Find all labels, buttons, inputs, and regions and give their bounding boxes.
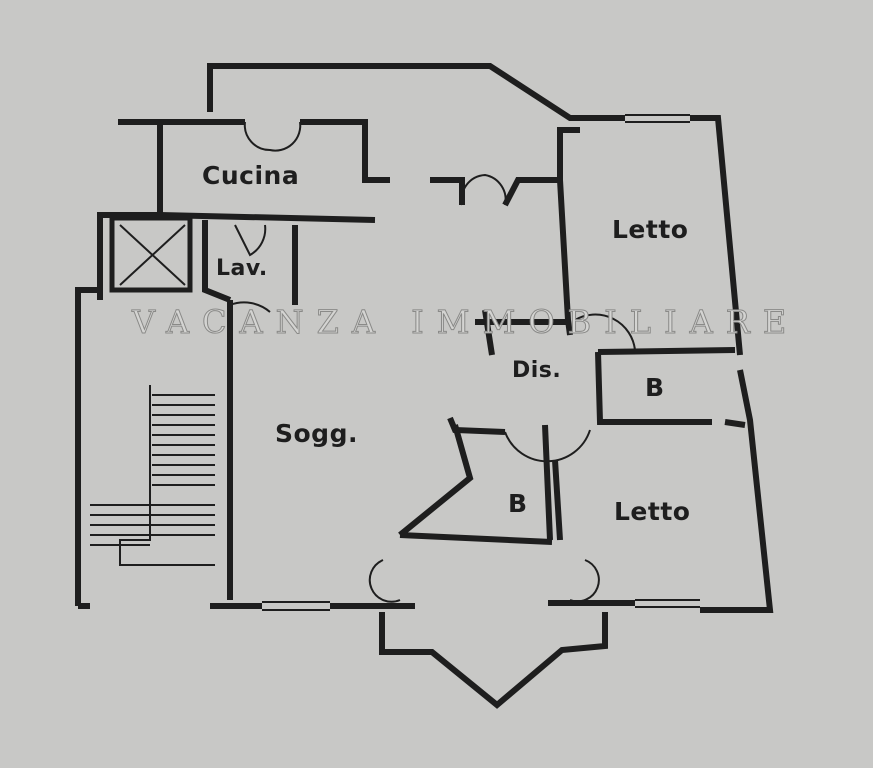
room-label-bedroom-1: Letto bbox=[612, 215, 689, 244]
wall-left bbox=[75, 287, 103, 606]
door-arc bbox=[574, 313, 636, 351]
wall-living-right bbox=[482, 309, 495, 356]
room-label-bath-1: B bbox=[645, 373, 665, 402]
door-arc bbox=[368, 559, 600, 603]
stairs bbox=[90, 385, 215, 566]
room-label-kitchen: Cucina bbox=[202, 161, 300, 190]
door-arc bbox=[243, 121, 302, 152]
door-arc bbox=[234, 224, 267, 257]
lift-cross bbox=[119, 224, 186, 286]
door-arc bbox=[229, 301, 271, 313]
wall-bath2-bottom bbox=[399, 532, 553, 545]
wall-kitchen-left bbox=[97, 119, 163, 290]
door-arc bbox=[504, 429, 591, 463]
window bbox=[262, 114, 700, 611]
watermark: VACANZA IMMOBILIARE bbox=[131, 303, 800, 342]
wall-lift bbox=[109, 215, 193, 293]
wall-top-right bbox=[690, 115, 743, 356]
wall-kitchen-bottom bbox=[159, 212, 376, 223]
door-arc bbox=[460, 173, 507, 206]
wall-bedroom1-bottom bbox=[475, 319, 736, 355]
wall-top bbox=[207, 63, 625, 121]
room-label-living: Sogg. bbox=[275, 419, 358, 448]
wall-bath1 bbox=[595, 351, 746, 428]
room-label-hallway: Dis. bbox=[512, 358, 562, 383]
room-label-bath-2: B bbox=[508, 489, 528, 518]
wall-laundry bbox=[202, 220, 298, 305]
wall-bath2-diag bbox=[398, 424, 474, 538]
wall-right bbox=[700, 369, 774, 613]
wall-bay bbox=[379, 612, 608, 709]
room-label-bedroom-2: Letto bbox=[614, 497, 691, 526]
wall-kitchen-top bbox=[160, 119, 390, 183]
room-label-laundry: Lav. bbox=[216, 256, 268, 281]
wall-bedroom2-left bbox=[552, 459, 563, 541]
